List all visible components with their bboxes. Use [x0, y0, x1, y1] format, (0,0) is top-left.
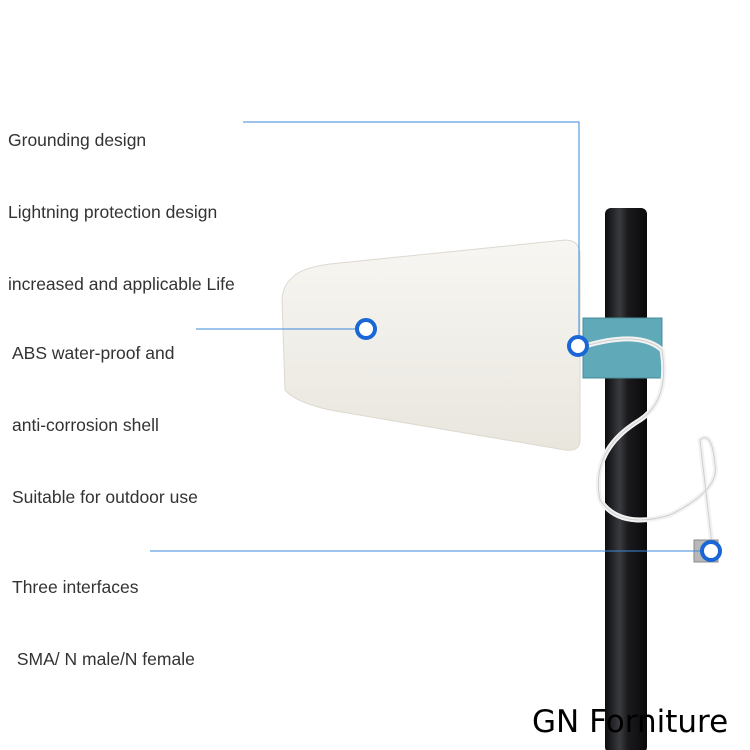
callout-line: SMA/ N male/N female: [12, 649, 195, 669]
mounting-bracket: [582, 317, 663, 379]
antenna-shell: [281, 239, 581, 451]
callout-grounding: Grounding design Lightning protection de…: [8, 80, 235, 344]
leader-line-grounding: [243, 121, 580, 346]
callout-line: Three interfaces: [12, 577, 139, 597]
watermark: GN Forniture: [532, 704, 729, 740]
callout-line: Grounding design: [8, 130, 147, 150]
marker-grounding[interactable]: [567, 335, 589, 357]
callout-line: ABS water-proof and: [12, 343, 175, 363]
callout-line: anti-corrosion shell: [12, 415, 159, 435]
mounting-pole: [605, 208, 647, 750]
callout-line: Suitable for outdoor use: [12, 487, 198, 507]
callout-line: increased and applicable Life: [8, 274, 235, 294]
callout-interfaces: Three interfaces SMA/ N male/N female: [12, 527, 195, 719]
marker-interfaces[interactable]: [700, 540, 722, 562]
callout-line: Lightning protection design: [8, 202, 218, 222]
marker-shell[interactable]: [355, 318, 377, 340]
callout-shell: ABS water-proof and anti-corrosion shell…: [12, 293, 198, 557]
